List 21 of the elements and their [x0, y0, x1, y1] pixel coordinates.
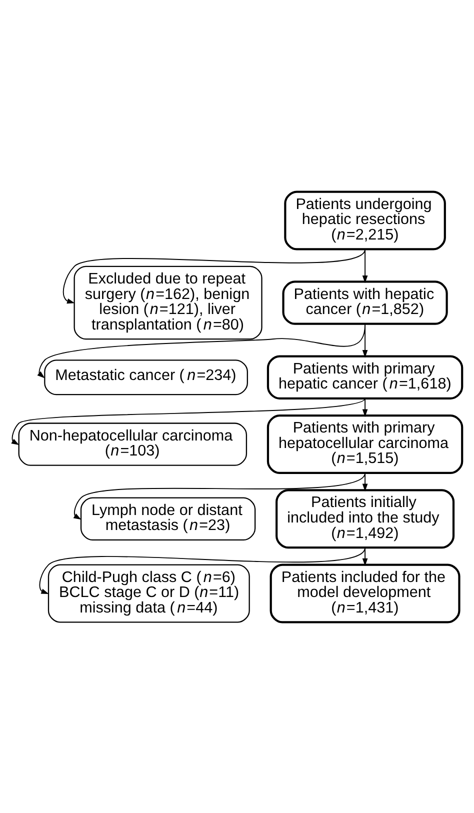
- arrow: [362, 546, 368, 566]
- node-box: Patients with primary hepatic cancer (n=1,618): [266, 354, 464, 399]
- arrow: [362, 472, 368, 491]
- arrow: [73, 472, 366, 520]
- arrow: [362, 398, 368, 416]
- arrow: [11, 397, 366, 445]
- arrow: [62, 248, 366, 304]
- arrow: [362, 322, 368, 358]
- arrow: [39, 546, 366, 594]
- arrow: [37, 324, 366, 378]
- node-box: Lymph node or distant metastasis (n=23): [80, 496, 256, 540]
- node-box: Excluded due to repeat surgery (n=162), benign lesion (n=121), liver transplantation (n=80): [74, 265, 262, 340]
- node-box: Patients initially included into the study (n=1,492): [276, 488, 455, 548]
- node-box: Patients undergoing hepatic resections (n=2,215): [284, 190, 446, 250]
- arrow: [362, 248, 368, 283]
- node-box: Patients with primary hepatocellular carcinoma (n=1,515): [266, 414, 464, 474]
- node-box: Child-Pugh class C (n=6) BCLC stage C or D (n=11) missing data (n=44): [48, 564, 250, 622]
- node-box: Patients with hepatic cancer (n=1,852): [282, 280, 448, 324]
- node-box: Metastatic cancer (n=234): [44, 359, 248, 395]
- node-box: Non-hepatocellular carcinoma (n=103): [18, 422, 248, 466]
- node-box: Patients included for the model development (n=1,431): [270, 563, 460, 623]
